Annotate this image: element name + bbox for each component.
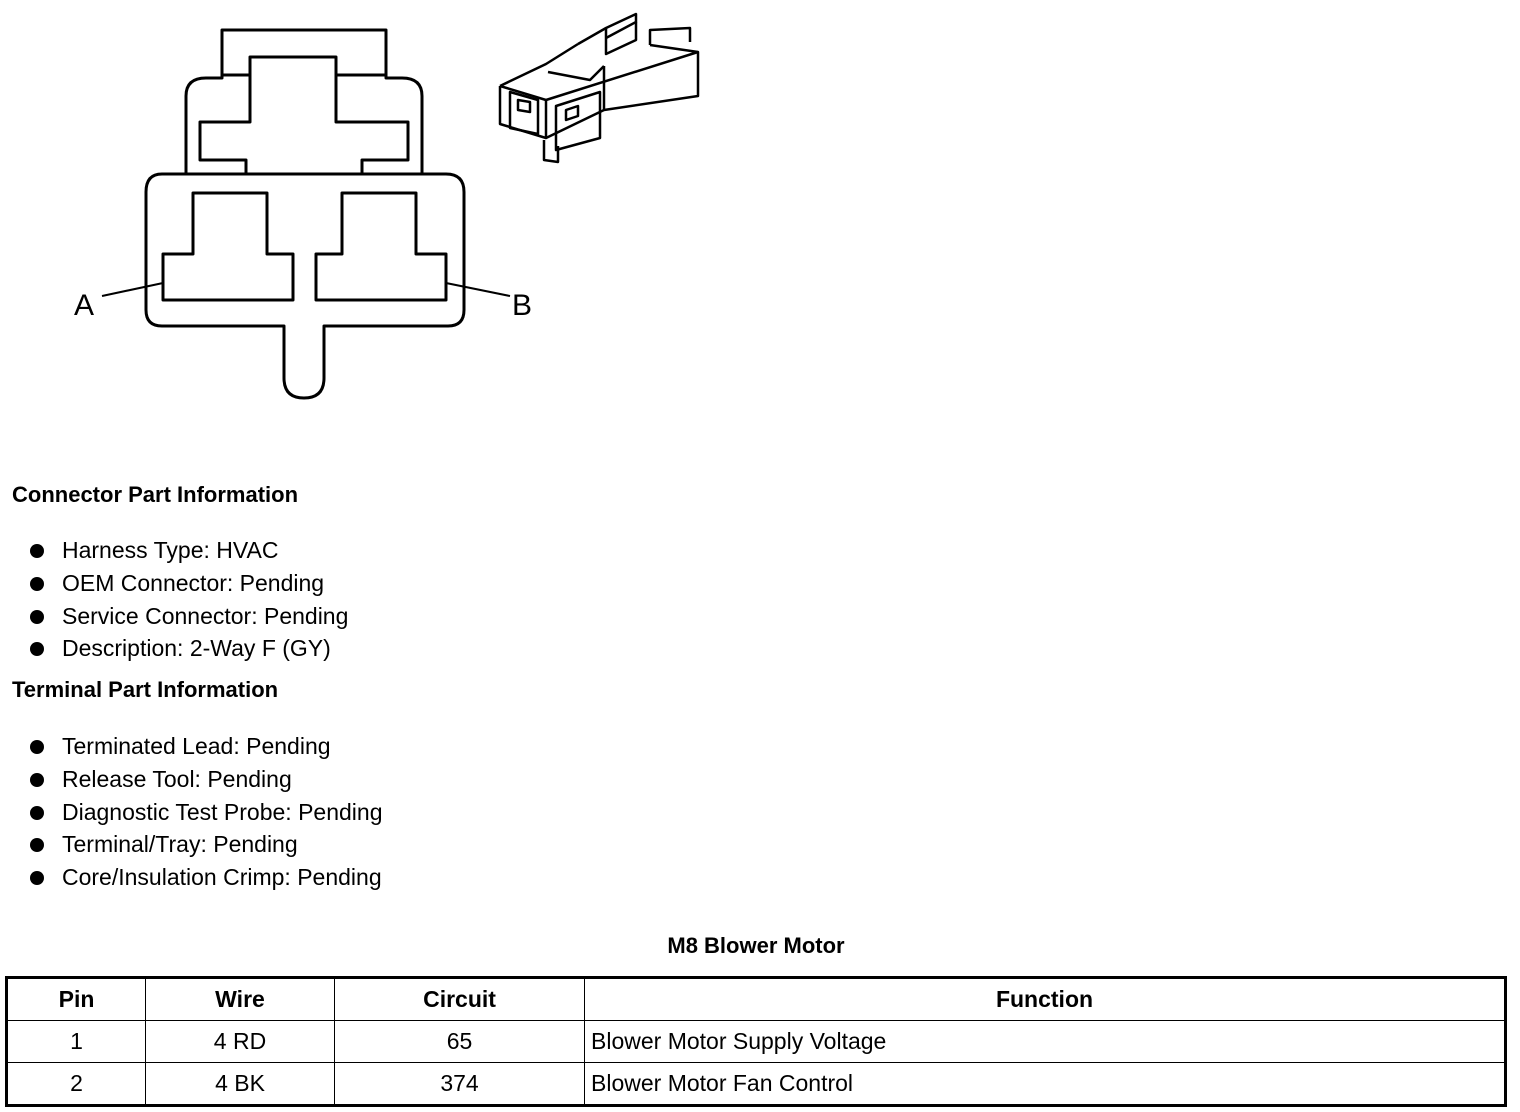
- column-header-circuit: Circuit: [334, 977, 585, 1021]
- connector-info-title: Connector Part Information: [12, 482, 299, 507]
- table-row: 2 4 BK 374 Blower Motor Fan Control: [6, 1062, 1506, 1106]
- list-item: Service Connector: Pending: [28, 600, 348, 633]
- list-item: OEM Connector: Pending: [28, 567, 348, 600]
- table-row: 1 4 RD 65 Blower Motor Supply Voltage: [6, 1020, 1506, 1063]
- column-header-pin: Pin: [6, 977, 146, 1021]
- terminal-info-list: Terminated Lead: Pending Release Tool: P…: [28, 730, 383, 894]
- list-item: Description: 2-Way F (GY): [28, 632, 348, 665]
- cell-pin: 1: [6, 1020, 146, 1063]
- pin-table: Pin Wire Circuit Function 1 4 RD 65 Blow…: [5, 976, 1507, 1107]
- table-title: M8 Blower Motor: [667, 933, 845, 958]
- list-item: Release Tool: Pending: [28, 763, 383, 796]
- bullet-icon: [30, 642, 44, 657]
- pin-label-b: B: [512, 289, 532, 322]
- list-item: Core/Insulation Crimp: Pending: [28, 861, 383, 894]
- bullet-icon: [30, 805, 44, 820]
- bullet-icon: [30, 544, 44, 558]
- connector-diagram: A B: [74, 12, 700, 400]
- bullet-icon: [30, 838, 44, 853]
- list-item: Diagnostic Test Probe: Pending: [28, 796, 383, 829]
- connector-upper-body: [184, 55, 424, 174]
- column-header-function: Function: [584, 977, 1506, 1021]
- cell-wire: 4 BK: [145, 1062, 335, 1106]
- connector-top-latch: [220, 28, 388, 75]
- pin-label-a: A: [74, 289, 94, 322]
- cell-pin: 2: [6, 1062, 146, 1106]
- cell-circuit: 65: [334, 1020, 585, 1063]
- cell-circuit: 374: [334, 1062, 585, 1106]
- cell-wire: 4 RD: [145, 1020, 335, 1063]
- connector-housing-outline: [144, 172, 466, 400]
- connector-info-list: Harness Type: HVAC OEM Connector: Pendin…: [28, 534, 348, 665]
- list-item: Harness Type: HVAC: [28, 534, 348, 567]
- terminal-cavity-b: [314, 191, 448, 302]
- terminal-cavity-a: [161, 191, 295, 302]
- bullet-icon: [30, 609, 44, 624]
- bullet-icon: [30, 576, 44, 591]
- connector-isometric-view: [498, 12, 700, 164]
- list-item: Terminal/Tray: Pending: [28, 828, 383, 861]
- list-item: Terminated Lead: Pending: [28, 730, 383, 763]
- table-header-row: Pin Wire Circuit Function: [6, 977, 1506, 1021]
- bullet-icon: [30, 871, 44, 886]
- cell-function: Blower Motor Supply Voltage: [584, 1020, 1506, 1063]
- cell-function: Blower Motor Fan Control: [584, 1062, 1506, 1106]
- bullet-icon: [30, 740, 44, 754]
- connector-inner-cavity: [198, 75, 410, 174]
- leader-line-a: [101, 282, 164, 297]
- column-header-wire: Wire: [145, 977, 335, 1021]
- bullet-icon: [30, 772, 44, 787]
- leader-line-b: [445, 282, 511, 297]
- terminal-info-title: Terminal Part Information: [12, 677, 279, 702]
